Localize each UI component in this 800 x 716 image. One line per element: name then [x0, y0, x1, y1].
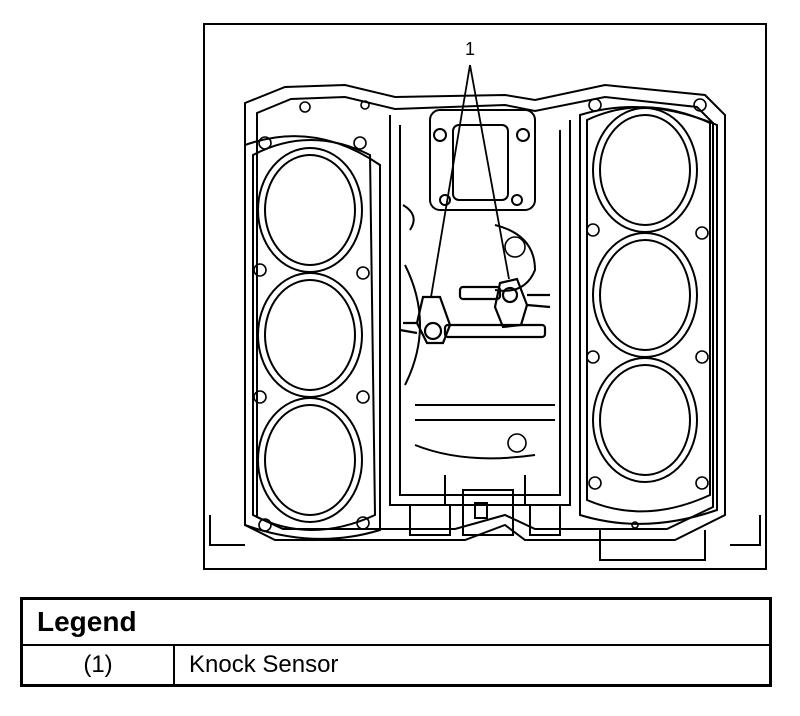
left-cylinder-1: [257, 147, 363, 273]
left-bank-gasket: [244, 135, 381, 540]
left-cylinder-3: [257, 397, 363, 523]
callout-number: 1: [465, 39, 475, 59]
left-cylinder-2: [257, 272, 363, 398]
legend-title: Legend: [20, 597, 772, 646]
valley-outline: [389, 115, 571, 506]
right-cylinder-2: [592, 232, 698, 358]
engine-block-diagram: 1: [203, 23, 767, 570]
right-cylinder-3: [592, 357, 698, 483]
right-cylinder-1: [592, 107, 698, 233]
leader-line-left: [430, 64, 471, 298]
legend-row: (1) Knock Sensor: [20, 644, 772, 687]
knock-sensor-right: [458, 277, 551, 329]
legend-table: Legend (1) Knock Sensor: [20, 597, 772, 687]
leader-line-right: [469, 64, 510, 280]
block-inner-outline: [256, 95, 714, 530]
block-outline: [244, 83, 726, 541]
legend-row-id: (1): [20, 644, 175, 687]
engine-block-drawing: 1: [209, 39, 761, 561]
legend-row-description: Knock Sensor: [173, 644, 772, 687]
knock-sensor-left: [399, 295, 547, 345]
right-bank-gasket: [579, 106, 718, 525]
